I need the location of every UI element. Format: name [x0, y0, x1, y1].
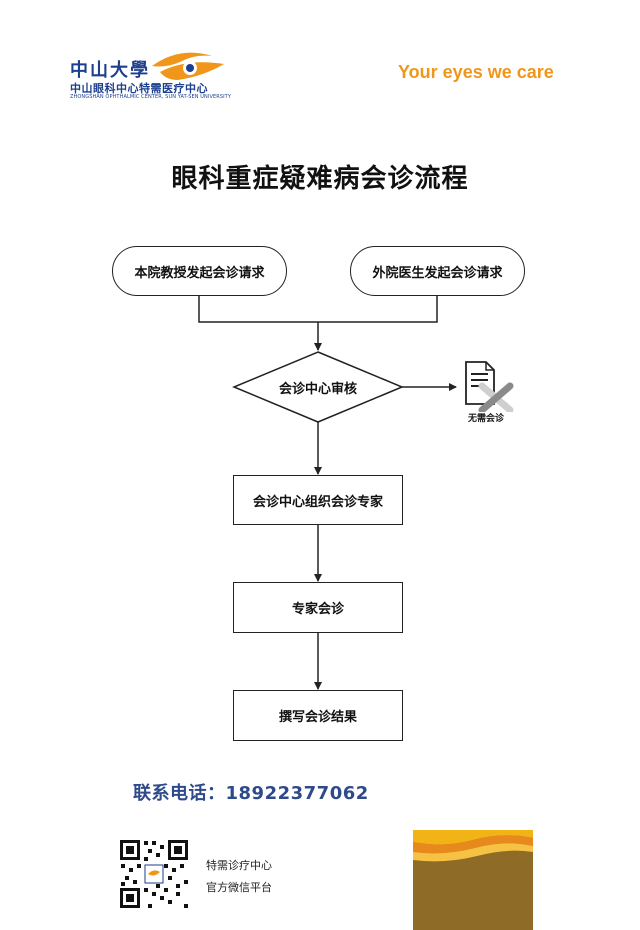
document-cancel-icon — [465, 361, 514, 412]
organize-experts-label: 会诊中心组织会诊专家 — [252, 494, 383, 510]
start-node-external-label: 外院医生发起会诊请求 — [372, 265, 503, 281]
contact-phone: 联系电话：18922377062 — [133, 783, 369, 804]
review-label: 会诊中心审核 — [278, 381, 357, 397]
start-node-internal-label: 本院教授发起会诊请求 — [134, 265, 265, 281]
organize-experts-node: 会诊中心组织会诊专家 — [233, 475, 403, 525]
expert-consult-node: 专家会诊 — [233, 582, 403, 633]
decorative-wave-graphic — [413, 830, 533, 930]
qr-code-icon — [118, 838, 190, 910]
write-report-node: 撰写会诊结果 — [233, 690, 403, 741]
review-label-box: 会诊中心审核 — [234, 372, 402, 402]
center-name: 中山眼科中心特需医疗中心 — [70, 82, 208, 95]
start-node-external: 外院医生发起会诊请求 — [350, 246, 525, 296]
expert-consult-label: 专家会诊 — [291, 602, 344, 617]
no-consult-label: 无需会诊 — [468, 414, 505, 424]
university-name: 中山大學 — [70, 60, 150, 81]
center-name-en: ZHONGSHAN OPHTHALMIC CENTER, SUN YAT-SEN… — [70, 94, 231, 100]
write-report-label: 撰写会诊结果 — [278, 710, 357, 725]
merge-line — [198, 296, 438, 323]
eye-logo-icon — [152, 52, 224, 80]
page-title: 眼科重症疑难病会诊流程 — [171, 164, 469, 194]
qr-caption-line1: 特需诊疗中心 — [206, 859, 272, 872]
slogan: Your eyes we care — [398, 62, 554, 82]
qr-caption-line2: 官方微信平台 — [206, 881, 272, 894]
start-node-internal: 本院教授发起会诊请求 — [112, 246, 287, 296]
